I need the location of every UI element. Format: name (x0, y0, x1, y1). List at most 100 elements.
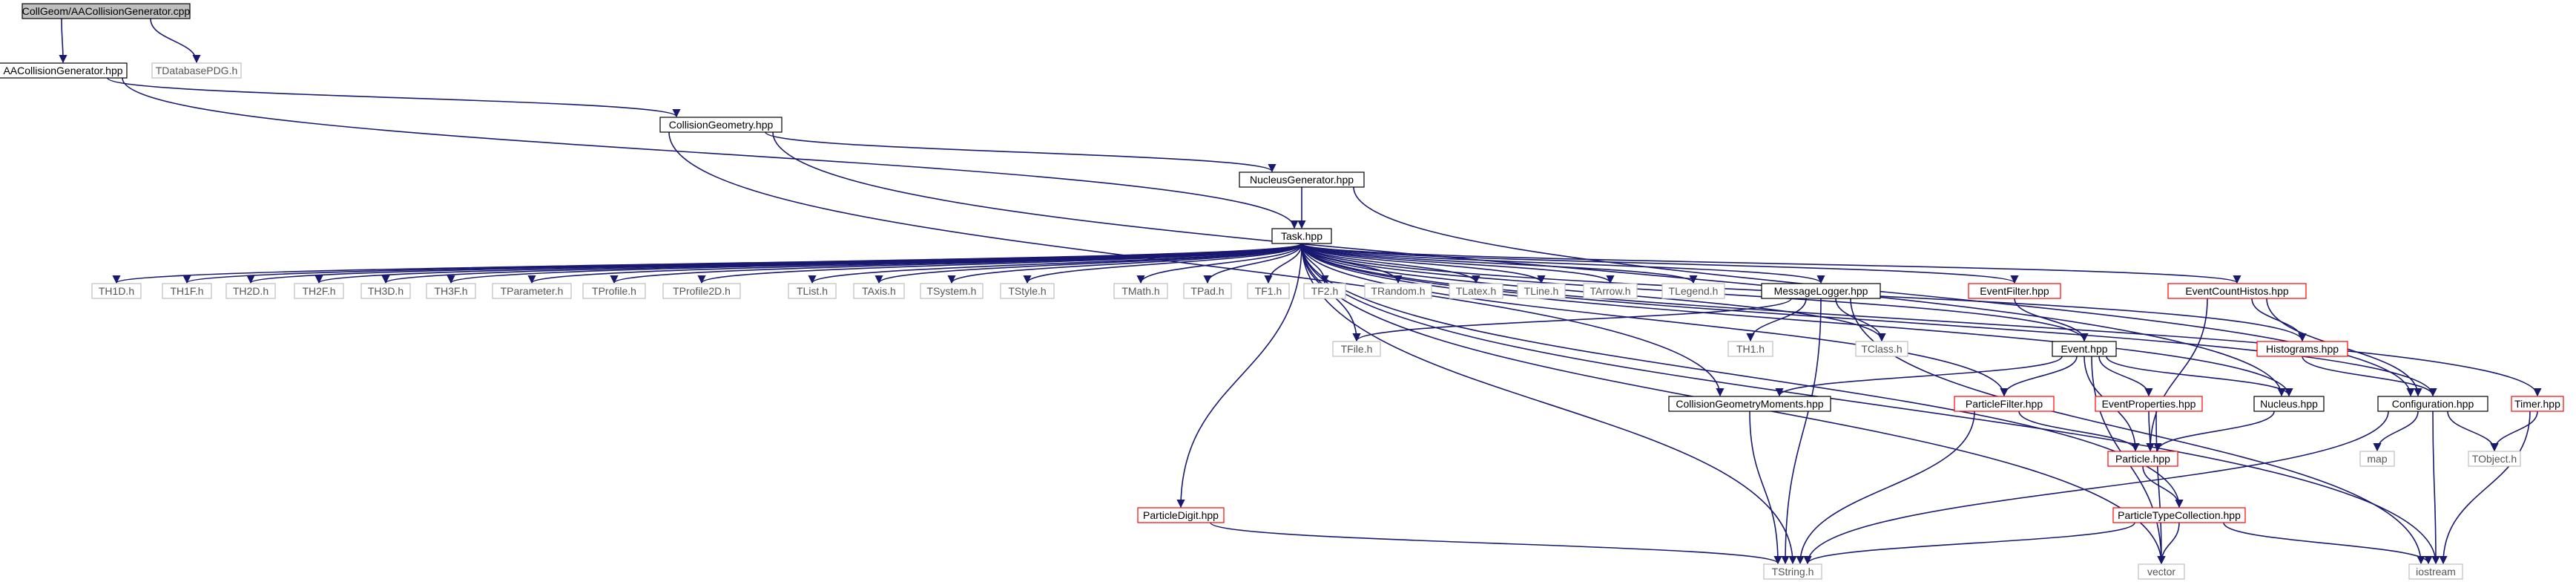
node-collgeom-box (659, 117, 783, 133)
node-map[interactable]: map (2359, 451, 2395, 467)
node-tstring[interactable]: TString.h (1763, 563, 1822, 580)
edge-task-to-taxis (874, 243, 1302, 284)
edge-particle-to-ptc (2142, 465, 2184, 509)
node-tfile[interactable]: TFile.h (1332, 341, 1381, 357)
edge-histos-to-config (2302, 356, 2437, 397)
edge-cgmom-to-tstring (1749, 411, 1782, 565)
node-tobject-label: TObject.h (2472, 453, 2517, 465)
node-root[interactable]: CollGeom/AACollisionGenerator.cpp (22, 3, 191, 19)
node-tlatex[interactable]: TLatex.h (1449, 283, 1503, 299)
node-tline-label: TLine.h (1524, 285, 1559, 297)
node-event[interactable]: Event.hpp (2052, 341, 2117, 357)
edge-ptc-to-iostream (2223, 522, 2433, 565)
edge-task-to-tarrow (1301, 243, 1615, 284)
node-msglog[interactable]: MessageLogger.hpp (1761, 283, 1881, 299)
edge-event-to-nucleus (2106, 356, 2293, 397)
node-iostream[interactable]: iostream (2408, 563, 2463, 580)
node-tlist[interactable]: TList.h (788, 283, 837, 299)
edge-task-to-tstring (1301, 243, 1797, 565)
node-th1[interactable]: TH1.h (1727, 341, 1773, 357)
node-aa_hpp-box (0, 62, 128, 79)
node-cgmom[interactable]: CollisionGeometryMoments.hpp (1668, 396, 1831, 412)
edge-task-to-pfilter (1301, 243, 2009, 397)
node-pdigit[interactable]: ParticleDigit.hpp (1137, 507, 1225, 523)
node-particle[interactable]: Particle.hpp (2107, 451, 2178, 467)
node-tprofile2d[interactable]: TProfile2D.h (662, 283, 741, 299)
node-th3d[interactable]: TH3D.h (360, 283, 411, 299)
node-tarrow[interactable]: TArrow.h (1583, 283, 1638, 299)
node-th1f-box (162, 283, 212, 299)
node-event-label: Event.hpp (2061, 343, 2107, 355)
node-cgmom-label: CollisionGeometryMoments.hpp (1676, 398, 1823, 410)
node-nucleus-label: Nucleus.hpp (2260, 398, 2318, 410)
node-tf2-label: TF2.h (1311, 285, 1339, 297)
edge-ptc-to-vector (2157, 522, 2180, 565)
node-nucleus[interactable]: Nucleus.hpp (2253, 396, 2325, 412)
node-tprofile[interactable]: TProfile.h (582, 283, 646, 299)
node-task-label: Task.hpp (1281, 230, 1322, 242)
node-tdbpdg[interactable]: TDatabasePDG.h (151, 62, 242, 79)
node-th2f[interactable]: TH2F.h (294, 283, 344, 299)
edge-task-to-nucleus (1301, 243, 2293, 397)
node-tstyle[interactable]: TStyle.h (1000, 283, 1055, 299)
edge-task-to-tmath (1136, 243, 1302, 284)
edge-task-to-tline (1301, 243, 1546, 284)
edge-ptc-to-tstring (1803, 522, 2135, 565)
node-tline[interactable]: TLine.h (1517, 283, 1566, 299)
edge-task-to-tlegend (1301, 243, 1698, 284)
edge-msglog-to-iostream (1850, 298, 2425, 565)
node-tlegend[interactable]: TLegend.h (1661, 283, 1725, 299)
node-tsystem-label: TSystem.h (927, 285, 977, 297)
edge-task-to-th2d (246, 243, 1302, 284)
node-tf1[interactable]: TF1.h (1247, 283, 1290, 299)
edge-task-to-evfilter (1301, 243, 2019, 284)
node-tparam[interactable]: TParameter.h (492, 283, 572, 299)
node-timer[interactable]: Timer.hpp (2511, 396, 2564, 412)
node-trandom[interactable]: TRandom.h (1364, 283, 1432, 299)
node-msglog-box (1761, 283, 1881, 299)
node-taxis[interactable]: TAxis.h (853, 283, 905, 299)
edge-config-to-map (2373, 411, 2419, 452)
node-config[interactable]: Configuration.hpp (2377, 396, 2488, 412)
node-th3f-label: TH3F.h (434, 285, 467, 297)
node-tstyle-label: TStyle.h (1008, 285, 1046, 297)
node-histos[interactable]: Histograms.hpp (2256, 341, 2348, 357)
edge-task-to-tstyle (1023, 243, 1302, 284)
node-timer-box (2511, 396, 2564, 412)
edge-evprops-to-particle (2146, 411, 2155, 452)
node-pfilter[interactable]: ParticleFilter.hpp (1954, 396, 2055, 412)
node-tstyle-box (1000, 283, 1055, 299)
node-nucgen[interactable]: NucleusGenerator.hpp (1239, 171, 1365, 188)
node-evcount-label: EventCountHistos.hpp (2185, 285, 2289, 297)
node-tclass[interactable]: TClass.h (1855, 341, 1908, 357)
node-tmath[interactable]: TMath.h (1113, 283, 1168, 299)
node-aa_hpp[interactable]: AACollisionGenerator.hpp (0, 62, 128, 79)
node-evfilter[interactable]: EventFilter.hpp (1968, 283, 2061, 299)
edge-timer-to-tobject (2490, 411, 2538, 452)
node-task[interactable]: Task.hpp (1271, 228, 1332, 244)
node-evprops-label: EventProperties.hpp (2102, 398, 2196, 410)
node-collgeom[interactable]: CollisionGeometry.hpp (659, 117, 783, 133)
node-th2d-label: TH2D.h (233, 285, 269, 297)
node-tobject[interactable]: TObject.h (2468, 451, 2521, 467)
edge-config-to-tobject (2447, 411, 2499, 452)
node-tpad[interactable]: TPad.h (1183, 283, 1232, 299)
node-th2d[interactable]: TH2D.h (225, 283, 276, 299)
node-tf2[interactable]: TF2.h (1303, 283, 1346, 299)
node-ptc[interactable]: ParticleTypeCollection.hpp (2112, 507, 2246, 523)
edge-evfilter-to-event (2014, 298, 2089, 342)
node-tprofile2d-box (662, 283, 741, 299)
node-evprops[interactable]: EventProperties.hpp (2095, 396, 2203, 412)
edge-task-to-tprofile2d (697, 243, 1302, 284)
node-tlegend-box (1661, 283, 1725, 299)
node-vector[interactable]: vector (2138, 563, 2185, 580)
node-evcount[interactable]: EventCountHistos.hpp (2167, 283, 2307, 299)
node-th3f[interactable]: TH3F.h (426, 283, 476, 299)
node-th1f[interactable]: TH1F.h (162, 283, 212, 299)
node-th1d[interactable]: TH1D.h (91, 283, 142, 299)
node-tclass-box (1855, 341, 1908, 357)
edge-task-to-msglog (1301, 243, 1825, 284)
edge-aa_hpp-to-collgeom (107, 77, 681, 118)
node-tsystem[interactable]: TSystem.h (920, 283, 984, 299)
edge-msglog-to-tstring (1781, 298, 1822, 565)
